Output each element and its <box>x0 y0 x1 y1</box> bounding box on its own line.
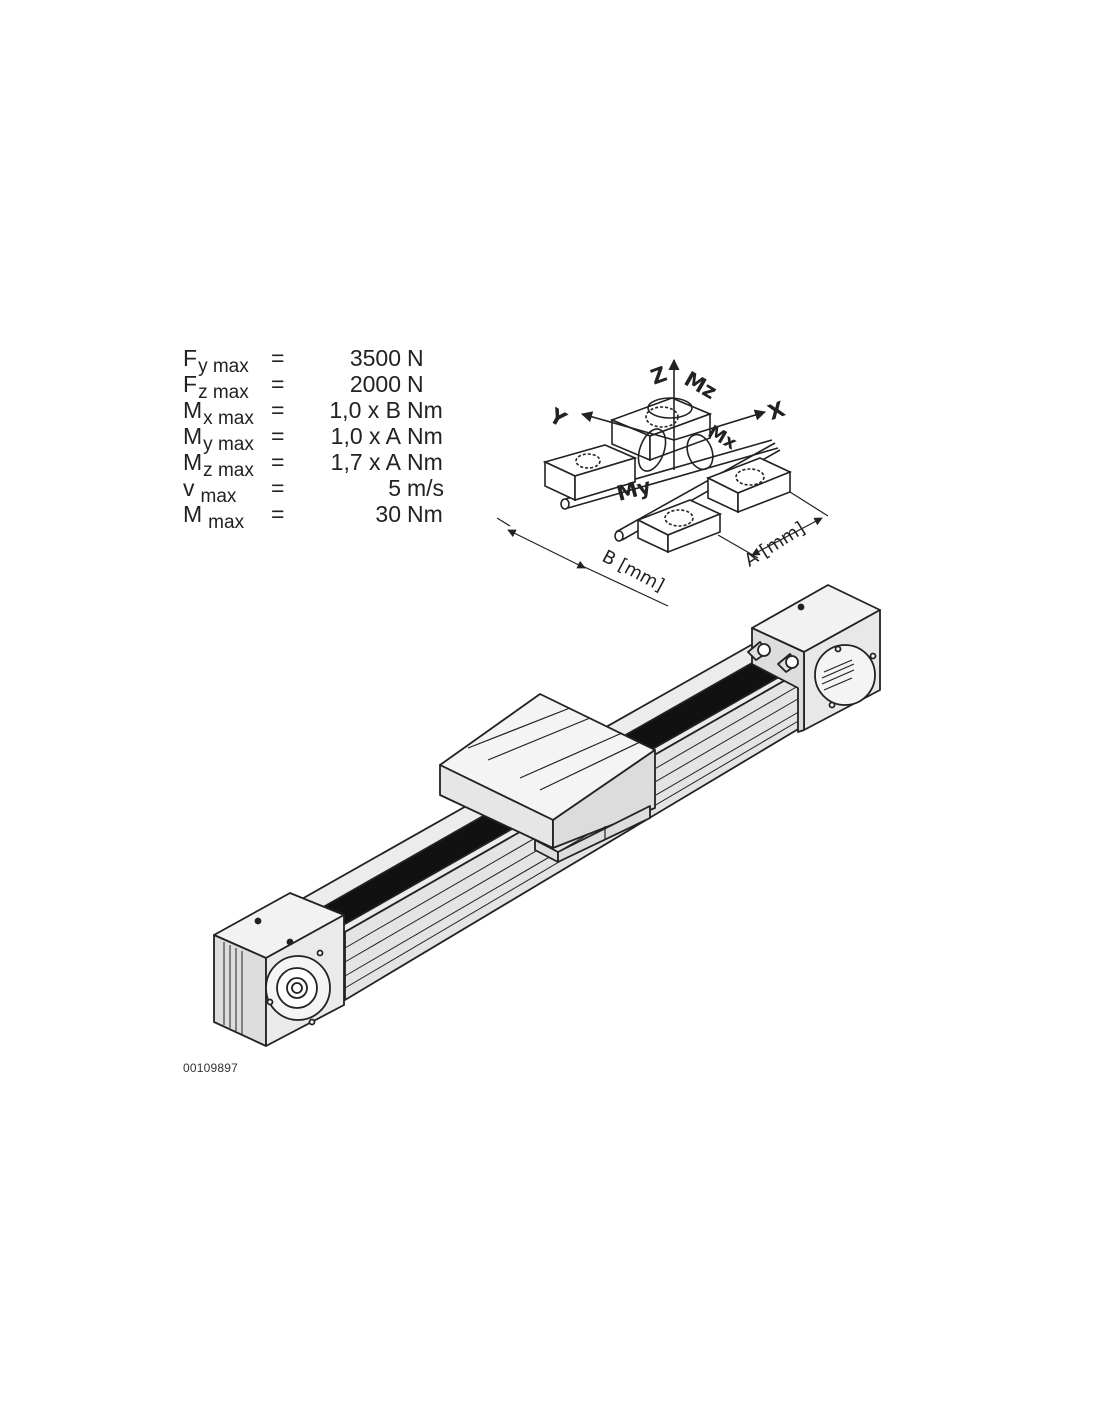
spec-symbol: Mx max <box>183 397 254 429</box>
spec-row-fy: Fy max = 3500 N <box>183 345 453 377</box>
spec-equals: = <box>271 423 285 449</box>
dimension-label-a: A [mm] <box>741 518 809 571</box>
dimension-label-b: B [mm] <box>599 546 668 596</box>
end-cap-left <box>213 892 345 1047</box>
spec-unit: N <box>407 371 424 397</box>
spec-value: 30 <box>375 501 401 527</box>
load-axes-diagram <box>496 358 829 607</box>
spec-equals: = <box>271 501 285 527</box>
spec-unit: m/s <box>407 475 445 501</box>
carriage-block-rear-left <box>542 444 638 502</box>
spec-unit: N <box>407 345 424 371</box>
spec-row-fz: Fz max = 2000 N <box>183 371 453 403</box>
spec-equals: = <box>271 397 285 423</box>
belt-tensioners <box>747 641 799 673</box>
carriage <box>439 693 656 863</box>
spec-value: 2000 <box>349 371 401 397</box>
carriage-block-front <box>636 499 723 554</box>
linear-module <box>213 584 881 1047</box>
spec-symbol: Mz max <box>183 449 254 481</box>
spec-equals: = <box>271 449 285 475</box>
spec-unit: Nm <box>407 501 443 527</box>
dimension-lines <box>496 491 829 607</box>
moment-label-mz: Mz <box>680 367 721 404</box>
spec-value: 3500 <box>349 345 401 371</box>
spec-unit: Nm <box>407 449 443 475</box>
spec-symbol: Fz max <box>183 371 249 403</box>
carriage-block-right <box>706 457 793 514</box>
axis-label-y: Y <box>544 403 571 432</box>
spec-value: 1,7 x A <box>330 449 401 475</box>
figure-id: 00109897 <box>183 1061 238 1075</box>
carriage-block-top <box>609 397 713 462</box>
spec-unit: Nm <box>407 423 443 449</box>
spec-symbol: Fy max <box>183 345 249 377</box>
spec-value: 1,0 x B <box>329 397 401 423</box>
spec-equals: = <box>271 345 285 371</box>
spec-row-mz: Mz max = 1,7 x A Nm <box>183 449 453 481</box>
spec-equals: = <box>271 371 285 397</box>
axis-label-z: Z <box>648 362 671 390</box>
spec-row-mx: Mx max = 1,0 x B Nm <box>183 397 453 429</box>
spec-equals: = <box>271 475 285 501</box>
load-spec-table: Fy max = 3500 N Fz max = 2000 N Mx max =… <box>183 345 453 533</box>
spec-value: 5 <box>388 475 401 501</box>
spec-value: 1,0 x A <box>330 423 401 449</box>
axis-label-x: X <box>765 397 788 425</box>
axis-lines <box>580 358 767 472</box>
spec-symbol: My max <box>183 423 254 455</box>
spec-unit: Nm <box>407 397 443 423</box>
spec-row-my: My max = 1,0 x A Nm <box>183 423 453 455</box>
